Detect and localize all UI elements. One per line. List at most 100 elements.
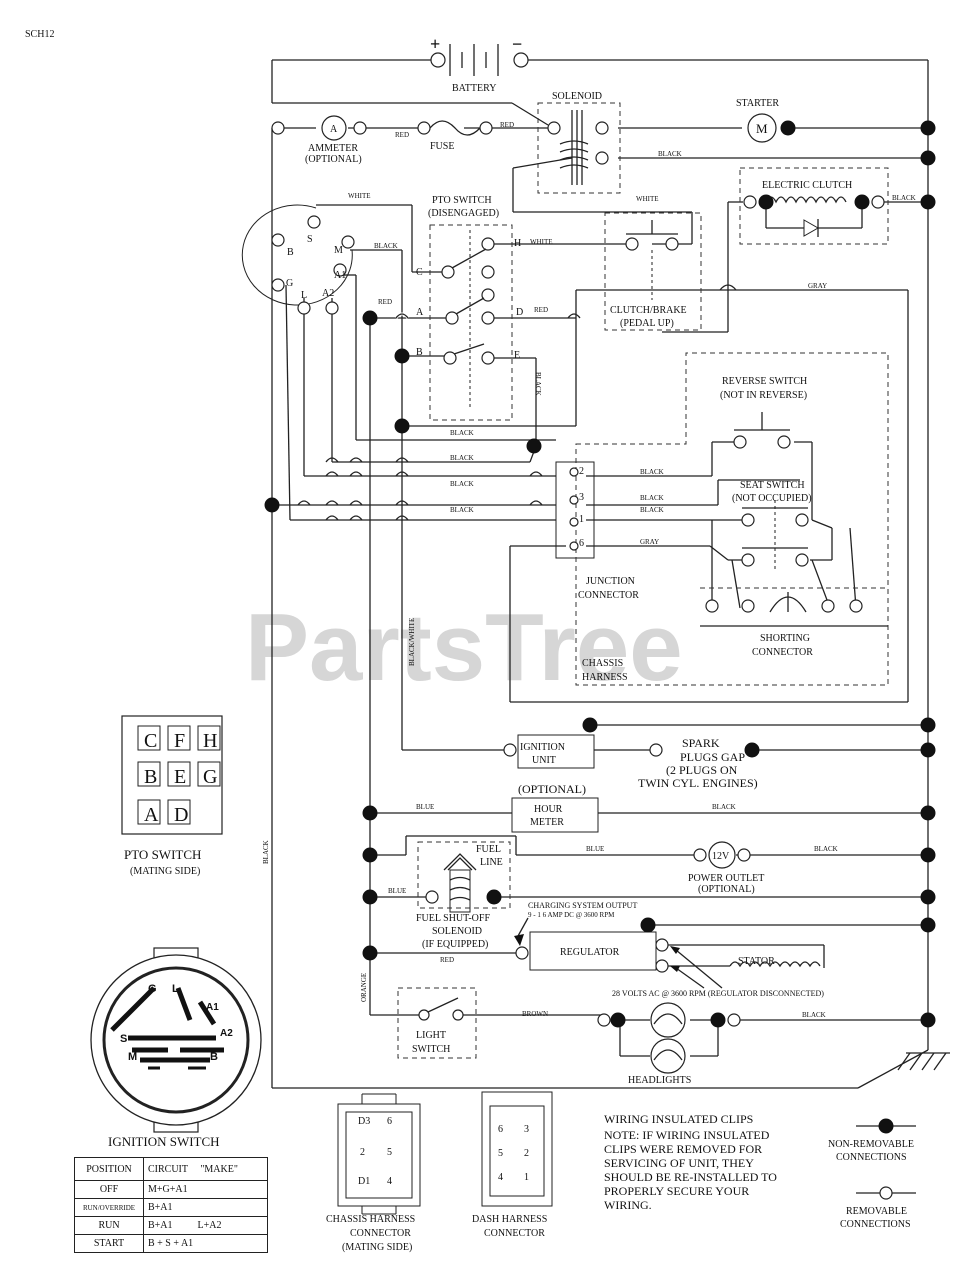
ammeter-sub: (OPTIONAL)	[305, 154, 362, 165]
wire-label-blue: BLUE	[586, 845, 604, 853]
ign-sw-g: G	[148, 983, 157, 995]
pto-switch-label: PTO SWITCH	[432, 195, 492, 206]
ign-term-b: B	[287, 247, 294, 258]
headlights-label: HEADLIGHTS	[628, 1075, 691, 1086]
ignition-switch-terminals: S B M A1 G L A2	[241, 204, 355, 315]
junction-connector: 2 3 1 6	[555, 461, 595, 559]
dash-pin-5: 5	[498, 1148, 503, 1159]
table-header-circuit-text: CIRCUIT	[148, 1163, 188, 1175]
junction-pin-1: 1	[579, 514, 584, 525]
dash-pin-2: 2	[524, 1148, 529, 1159]
pto-term-d: D	[516, 307, 523, 318]
table-cell-position: RUN	[74, 1216, 144, 1235]
fuel-solenoid: FUEL LINE FUEL SHUT-OFF SOLENOID (IF EQU…	[416, 841, 511, 950]
pto-switch: PTO SWITCH (DISENGAGED) C H A D B E	[416, 195, 523, 421]
dash-pin-3: 3	[524, 1124, 529, 1135]
ign-term-a1: A1	[334, 270, 346, 281]
chassis-pin-6: 6	[387, 1116, 392, 1127]
watermark: PartsTree	[245, 594, 683, 701]
dash-pin-1: 1	[524, 1172, 529, 1183]
table-cell-position: OFF	[74, 1180, 144, 1199]
table-row: RUN B+A1 L+A2	[74, 1216, 268, 1235]
table-header-position: POSITION	[74, 1157, 144, 1181]
wire-label-orange: ORANGE	[360, 973, 368, 1002]
reverse-switch-sub: (NOT IN REVERSE)	[720, 390, 807, 401]
ignition-unit-label2: UNIT	[532, 755, 556, 766]
light-switch-line1: LIGHT	[416, 1030, 446, 1041]
table-row: START B + S + A1	[74, 1234, 268, 1253]
regulator: CHARGING SYSTEM OUTPUT 9 - 1 6 AMP DC @ …	[514, 901, 824, 998]
battery-minus: −	[512, 34, 522, 54]
wire-label-white: WHITE	[348, 192, 371, 200]
page-code: SCH12	[25, 29, 54, 40]
table-header-circuit: CIRCUIT "MAKE"	[143, 1157, 268, 1181]
spark-line1: SPARK	[682, 736, 720, 750]
ignition-unit-label1: IGNITION	[520, 742, 565, 753]
wire-label-black: BLACK	[450, 506, 474, 514]
wire-label-black: BLACK	[374, 242, 398, 250]
ammeter: A AMMETER (OPTIONAL)	[271, 115, 367, 165]
table-cell-circuit: B + S + A1	[143, 1234, 268, 1253]
table-cell-position: START	[74, 1234, 144, 1253]
regulator-label: REGULATOR	[560, 947, 620, 958]
solenoid-label: SOLENOID	[552, 91, 602, 102]
wire-label-black: BLACK	[640, 468, 664, 476]
chassis-harness-label1: CHASSIS	[582, 658, 623, 669]
wire-label-black: BLACK	[262, 840, 270, 864]
hour-meter-line1: HOUR	[534, 804, 563, 815]
wire-label-white: WHITE	[636, 195, 659, 203]
spark-line3: (2 PLUGS ON	[666, 763, 738, 777]
note-line: WIRING.	[604, 1198, 652, 1212]
ign-sw-m: M	[128, 1051, 137, 1063]
dash-harness-connector: 6 3 5 2 4 1 DASH HARNESS CONNECTOR	[472, 1091, 553, 1239]
fuel-line2: LINE	[480, 857, 503, 868]
pto-pin-c: C	[144, 730, 157, 752]
note-line: CLIPS WERE REMOVED FOR	[604, 1142, 762, 1156]
table-cell-circuit: B+A1 L+A2	[143, 1216, 268, 1235]
wire-label-black: BLACK	[534, 372, 542, 396]
shorting-label1: SHORTING	[760, 633, 810, 644]
pto-pin-h: H	[203, 730, 217, 752]
pto-pin-e: E	[174, 766, 186, 788]
wire-label-red: RED	[500, 121, 514, 129]
note-title: WIRING INSULATED CLIPS	[604, 1112, 753, 1126]
fuse-label: FUSE	[430, 141, 454, 152]
chassis-conn-line1: CHASSIS HARNESS	[326, 1214, 415, 1225]
chassis-harness-connector: D3 6 2 5 D1 4 CHASSIS HARNESS CONNECTOR …	[326, 1093, 421, 1253]
ign-sw-a1: A1	[206, 1002, 219, 1013]
pto-term-a: A	[416, 307, 424, 318]
wire-crossovers	[297, 284, 737, 521]
wire-label-blue: BLUE	[388, 887, 406, 895]
starter-label: STARTER	[736, 98, 779, 109]
wire-label-gray: GRAY	[808, 282, 827, 290]
charging-line1: CHARGING SYSTEM OUTPUT	[528, 901, 637, 910]
battery-label: BATTERY	[452, 83, 496, 94]
chassis-pin-d3: D3	[358, 1116, 370, 1127]
wire-label-black: BLACK	[712, 803, 736, 811]
dash-conn-line2: CONNECTOR	[484, 1228, 545, 1239]
table-cell-circuit: B+A1	[143, 1198, 268, 1217]
ignition-switch-table: POSITION CIRCUIT "MAKE" OFF M+G+A1 RUN/O…	[74, 1157, 268, 1253]
wire-label-black: BLACK	[450, 480, 474, 488]
fuel-line1: FUEL	[476, 844, 501, 855]
connection-dots	[264, 120, 936, 1028]
junction-pin-3: 3	[579, 492, 584, 503]
table-header-row: POSITION CIRCUIT "MAKE"	[74, 1157, 268, 1181]
wire-label-red: RED	[378, 298, 392, 306]
wire-label-black: BLACK	[640, 494, 664, 502]
wire-label-red: RED	[440, 956, 454, 964]
light-switch: LIGHT SWITCH	[397, 987, 477, 1059]
wire-label-black: BLACK	[892, 194, 916, 202]
legend-nonremovable1: NON-REMOVABLE	[828, 1139, 914, 1150]
legend-nonremovable2: CONNECTIONS	[836, 1152, 907, 1163]
wire-label-white: WHITE	[530, 238, 553, 246]
chassis-pin-5: 5	[387, 1147, 392, 1158]
chassis-pin-4: 4	[387, 1176, 392, 1187]
note-line: NOTE: IF WIRING INSULATED	[604, 1128, 770, 1142]
wire-label-black: BLACK	[640, 506, 664, 514]
chassis-conn-line3: (MATING SIDE)	[342, 1242, 412, 1253]
power-outlet-label: POWER OUTLET	[688, 873, 764, 884]
hour-meter-line2: METER	[530, 817, 564, 828]
table-header-make: "MAKE"	[200, 1163, 238, 1175]
